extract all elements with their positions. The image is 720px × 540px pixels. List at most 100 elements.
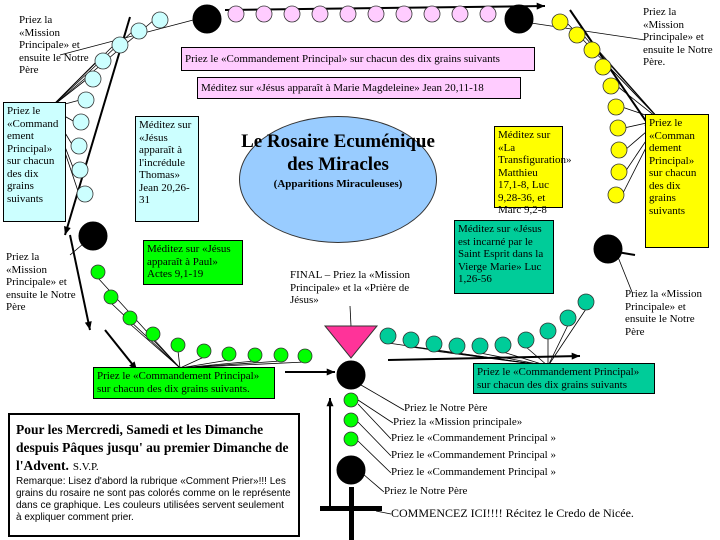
leader-stem-notre-pere-bottom: [362, 473, 385, 493]
cyan-bead: [76, 185, 94, 203]
stem-notre-pere-top-label: Priez le Notre Père: [404, 402, 488, 414]
notice-remark: Remarque: Lisez d'abord la rubrique «Com…: [16, 476, 291, 523]
leader-bottom-left-decade: [152, 339, 181, 369]
leader-stem-cmd-1: [357, 403, 392, 440]
teal-bead: [577, 293, 595, 311]
page-title: Le Rosaire Ecuménique des Miracles: [241, 131, 435, 175]
stem-bead: [343, 431, 359, 447]
leader-stem-notre-pere: [360, 384, 405, 411]
cyan-bead: [70, 137, 88, 155]
top-meditation-box: Méditez sur «Jésus apparaît à Marie Magd…: [197, 77, 521, 99]
arrow-top-head: [536, 2, 545, 10]
paul-meditation-box: Méditez sur «Jésus apparaît à Paul» Acte…: [143, 240, 243, 285]
cyan-bead: [94, 52, 112, 70]
pink-bead: [451, 5, 469, 23]
page-subtitle: (Apparitions Miraculeuses): [273, 178, 403, 190]
top-decade-box: Priez le «Commandement Principal» sur ch…: [181, 47, 535, 71]
yellow-bead: [609, 119, 627, 137]
pink-bead: [395, 5, 413, 23]
teal-bead: [559, 309, 577, 327]
yellow-bead: [602, 77, 620, 95]
leader-left-decade: [49, 60, 98, 109]
cyan-bead: [84, 70, 102, 88]
incarnation-meditation-box: Méditez sur «Jésus est incarné par le Sa…: [454, 220, 554, 294]
pink-bead: [255, 5, 273, 23]
green-bead: [196, 343, 212, 359]
black-bead-mid-left: [78, 221, 108, 251]
pink-bead: [311, 5, 329, 23]
arrow-bottom-right: [387, 355, 581, 361]
black-bead-top-right: [504, 4, 534, 34]
notice-svp: S.V.P.: [72, 461, 99, 473]
green-bead: [221, 346, 237, 362]
green-bead: [297, 348, 313, 364]
yellow-bead: [607, 98, 625, 116]
stem-bead: [343, 392, 359, 408]
leader-stem-cmd-2: [357, 421, 392, 457]
final-triangle: [323, 325, 379, 359]
cross-vertical: [349, 487, 354, 540]
title-oval: Le Rosaire Ecuménique des Miracles (Appa…: [239, 116, 437, 243]
green-bead: [273, 347, 289, 363]
black-bead-top-left: [192, 4, 222, 34]
cyan-bead: [72, 113, 90, 131]
pink-bead: [227, 5, 245, 23]
leader-bottom-left-decade: [110, 302, 181, 369]
yellow-bead: [607, 186, 625, 204]
black-bead-stem: [336, 455, 366, 485]
leader-mission-top-left: [59, 18, 198, 56]
leader-bottom-left-decade: [179, 356, 205, 369]
arrow-to-center-head: [326, 368, 335, 376]
leader-mission-top-right: [530, 22, 646, 41]
teal-bead: [402, 331, 420, 349]
arrow-left-lower-head: [84, 321, 92, 330]
stem-commandement-label-3: Priez le «Commandement Principal »: [391, 466, 556, 478]
arrow-bottom-left: [104, 329, 138, 371]
leader-bottom-left-decade: [129, 323, 181, 369]
yellow-bead: [610, 141, 628, 159]
crucifix: [320, 400, 382, 540]
yellow-bead: [610, 163, 628, 181]
arrow-top: [224, 5, 546, 11]
teal-bead: [494, 336, 512, 354]
stem-notre-pere-bottom-label: Priez le Notre Père: [384, 485, 468, 497]
leader-bottom-left-decade: [179, 359, 230, 369]
cyan-bead: [151, 11, 169, 29]
pink-bead: [339, 5, 357, 23]
bottom-left-decade-box: Priez le «Commandement Principal» sur ch…: [93, 367, 275, 399]
pink-bead: [423, 5, 441, 23]
rosary-beads: [70, 4, 628, 485]
yellow-bead: [568, 26, 586, 44]
green-bead: [170, 337, 186, 353]
pink-bead: [479, 5, 497, 23]
mission-mid-right-label: Priez la «Mission Principale» et ensuite…: [625, 288, 702, 338]
stem-commandement-label-2: Priez le «Commandement Principal »: [391, 449, 556, 461]
final-label: FINAL – Priez la «Mission Principale» et…: [290, 269, 410, 306]
leader-mission-mid-right: [617, 256, 633, 293]
yellow-bead: [551, 13, 569, 31]
right-meditation-box: Méditez sur «La Transfiguration» Matthie…: [494, 126, 572, 216]
left-decade-box: Priez le «Command ement Principal» sur c…: [3, 102, 66, 222]
leader-start: [375, 510, 392, 515]
bottom-right-decade-box: Priez le «Commandement Principal» sur ch…: [473, 363, 655, 394]
pink-bead: [367, 5, 385, 23]
teal-bead: [539, 322, 557, 340]
arrow-bottom-right-head: [571, 352, 580, 360]
leader-right-decade: [608, 66, 661, 121]
teal-bead: [379, 327, 397, 345]
leader-mission-mid-left: [69, 243, 84, 256]
pink-bead: [283, 5, 301, 23]
leader-stem-cmd-3: [357, 440, 392, 474]
leader-final: [349, 305, 352, 327]
cyan-bead: [130, 22, 148, 40]
arrow-left-head: [64, 226, 71, 235]
teal-bead: [517, 331, 535, 349]
black-bead-center: [336, 360, 366, 390]
green-bead: [122, 310, 138, 326]
leader-bottom-left-decade: [177, 350, 181, 369]
green-bead: [90, 264, 106, 280]
mission-top-right-label: Priez la «Mission Principale» et ensuite…: [643, 6, 713, 68]
left-meditation-box: Méditez sur «Jésus apparaît à l'incrédul…: [135, 116, 199, 222]
stem-bead: [343, 412, 359, 428]
